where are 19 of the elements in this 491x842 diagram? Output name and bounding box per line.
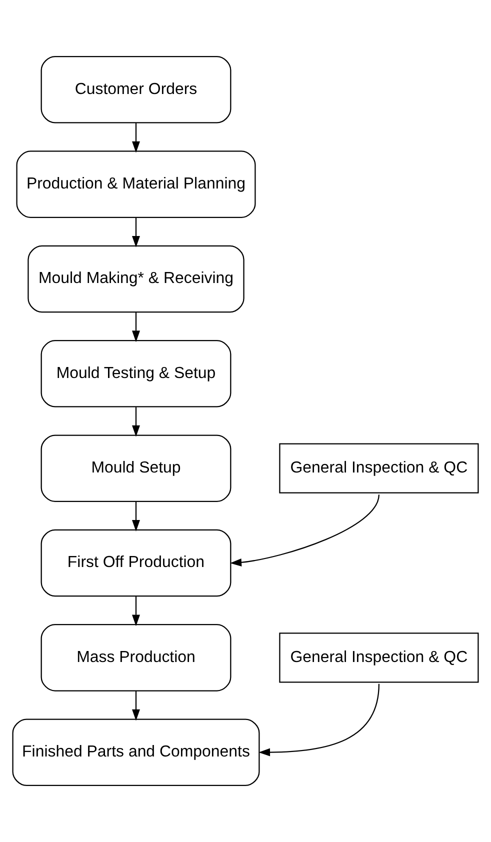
arrow xyxy=(132,407,140,437)
arrow xyxy=(230,494,380,566)
node-box: Mould Setup xyxy=(40,434,232,502)
arrow xyxy=(258,684,380,756)
node-box: General Inspection & QC xyxy=(279,632,479,683)
arrow xyxy=(132,691,140,721)
arrow xyxy=(132,218,140,248)
node-box: Mould Testing & Setup xyxy=(40,340,232,408)
node-box: General Inspection & QC xyxy=(279,443,479,494)
node-box: First Off Production xyxy=(40,529,232,597)
node-box: Production & Material Planning xyxy=(16,150,256,218)
arrow xyxy=(132,596,140,626)
node-box: Mass Production xyxy=(40,624,232,692)
arrow xyxy=(132,123,140,153)
node-box: Finished Parts and Components xyxy=(12,718,260,786)
node-box: Mould Making* & Receiving xyxy=(28,245,244,313)
arrow xyxy=(132,312,140,342)
node-box: Customer Orders xyxy=(40,56,232,124)
arrow xyxy=(132,502,140,532)
